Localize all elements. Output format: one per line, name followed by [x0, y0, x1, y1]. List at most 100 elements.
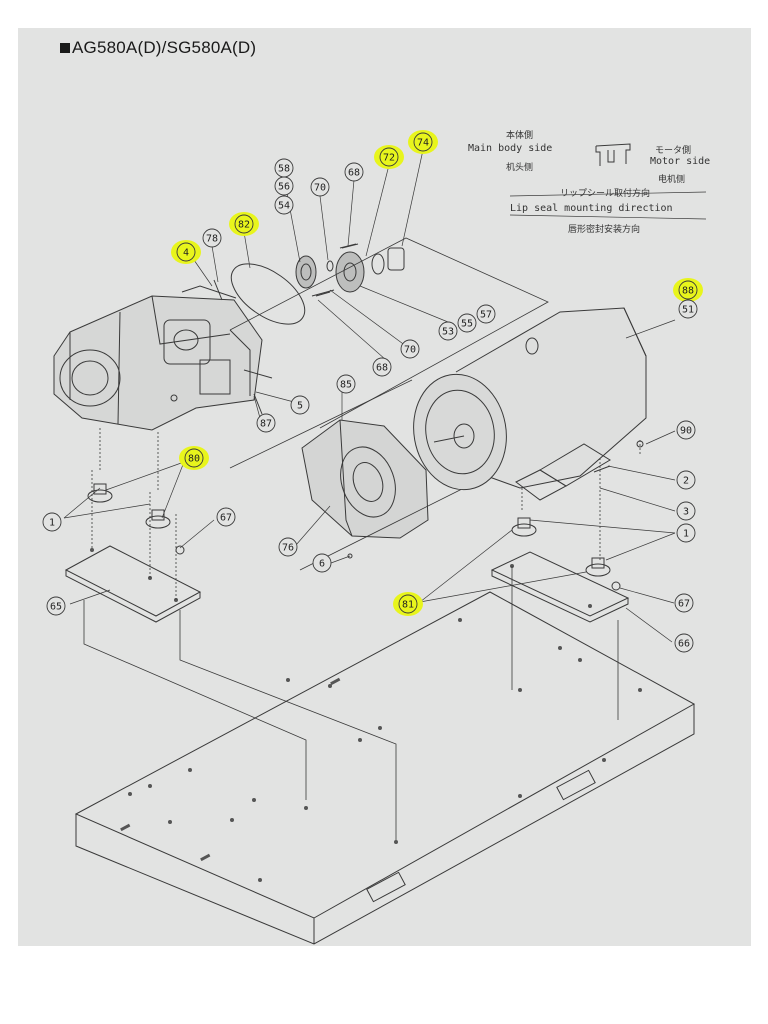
callout-highlight — [393, 592, 423, 616]
callout-label: 76 — [282, 543, 294, 554]
callout-53: 53 — [438, 321, 458, 341]
callout-label: 68 — [348, 168, 360, 179]
callout-label: 78 — [206, 234, 218, 245]
callout-label: 65 — [50, 602, 62, 613]
callout-circle — [310, 177, 330, 197]
legend-direction-en: Lip seal mounting direction — [510, 203, 673, 214]
callout-label: 5 — [297, 401, 303, 412]
legend-motor-en: Motor side — [650, 156, 711, 167]
legend-motor-cn: 电机侧 — [658, 175, 686, 185]
leader-lines — [63, 149, 676, 643]
callout-68: 68 — [372, 357, 392, 377]
callout-balloons: 5856547068727478824885157555370688558780… — [42, 130, 703, 653]
callout-label: 1 — [683, 529, 689, 540]
callout-70: 70 — [400, 339, 420, 359]
callout-highlight — [179, 446, 209, 470]
callout-highlight — [408, 130, 438, 154]
callout-circle — [256, 413, 276, 433]
rubber-mounts — [87, 483, 611, 577]
callout-circle — [676, 420, 696, 440]
callout-label: 87 — [260, 419, 272, 430]
callout-label: 55 — [461, 319, 473, 330]
callout-54: 54 — [274, 195, 294, 215]
callout-label: 80 — [188, 454, 200, 465]
assembly-lines — [83, 428, 641, 840]
compressor-air-end — [53, 285, 263, 431]
callout-67: 67 — [216, 507, 236, 527]
legend-main-jp: 本体側 — [506, 131, 534, 141]
o-ring — [230, 263, 306, 325]
callout-circle — [400, 339, 420, 359]
callout-circle — [678, 280, 698, 300]
callout-circle — [678, 299, 698, 319]
callout-label: 70 — [404, 345, 416, 356]
callout-label: 74 — [417, 138, 429, 149]
callout-label: 66 — [678, 639, 690, 650]
callout-67: 67 — [674, 593, 694, 613]
drawing-title: AG580A(D)/SG580A(D) — [60, 38, 256, 58]
callout-circle — [312, 553, 332, 573]
callout-circle — [176, 242, 196, 262]
callout-1: 1 — [676, 523, 696, 543]
callout-highlight — [229, 212, 259, 236]
callout-68: 68 — [344, 162, 364, 182]
drawing-title-text: AG580A(D)/SG580A(D) — [72, 38, 257, 57]
callout-label: 2 — [683, 476, 689, 487]
lip-seal-icon — [595, 143, 631, 166]
callout-51: 51 — [678, 299, 698, 319]
callout-label: 54 — [278, 201, 290, 212]
callout-76: 76 — [278, 537, 298, 557]
callout-label: 51 — [682, 305, 694, 316]
callout-label: 53 — [442, 327, 454, 338]
callout-circle — [372, 357, 392, 377]
support-plate-right — [490, 551, 630, 623]
callout-circle — [46, 596, 66, 616]
legend-main-cn: 机头侧 — [506, 163, 534, 173]
electric-motor — [413, 307, 647, 501]
callout-label: 67 — [220, 513, 232, 524]
callout-circle — [42, 512, 62, 532]
callout-label: 57 — [480, 310, 492, 321]
title-bullet-icon — [60, 43, 70, 53]
callout-circle — [274, 195, 294, 215]
callout-5: 5 — [290, 395, 310, 415]
callout-65: 65 — [46, 596, 66, 616]
callout-66: 66 — [674, 633, 694, 653]
callout-label: 67 — [678, 599, 690, 610]
callout-label: 88 — [682, 286, 694, 297]
callout-80: 80 — [179, 446, 209, 470]
callout-2: 2 — [676, 470, 696, 490]
callout-1: 1 — [42, 512, 62, 532]
bolts — [170, 243, 644, 591]
callout-label: 56 — [278, 182, 290, 193]
callout-circle — [676, 501, 696, 521]
callout-highlight — [673, 278, 703, 302]
callout-55: 55 — [457, 313, 477, 333]
callout-6: 6 — [312, 553, 332, 573]
callout-label: 70 — [314, 183, 326, 194]
callout-label: 72 — [383, 153, 395, 164]
callout-label: 3 — [683, 507, 689, 518]
callout-82: 82 — [229, 212, 259, 236]
callout-label: 6 — [319, 559, 325, 570]
callout-85: 85 — [336, 374, 356, 394]
callout-circle — [184, 448, 204, 468]
legend-main-en: Main body side — [468, 143, 553, 154]
base-holes — [120, 618, 642, 882]
callout-label: 85 — [340, 380, 352, 391]
callout-circle — [676, 470, 696, 490]
callout-78: 78 — [202, 228, 222, 248]
callout-label: 90 — [680, 426, 692, 437]
base-frame — [74, 591, 696, 945]
callout-circle — [278, 537, 298, 557]
gear-group-outline — [229, 237, 549, 429]
callout-88: 88 — [673, 278, 703, 302]
callout-58: 58 — [274, 158, 294, 178]
callout-highlight — [374, 145, 404, 169]
callout-87: 87 — [256, 413, 276, 433]
callout-circle — [290, 395, 310, 415]
callout-70: 70 — [310, 177, 330, 197]
gear-set — [295, 243, 405, 297]
callout-72: 72 — [374, 145, 404, 169]
callout-circle — [457, 313, 477, 333]
